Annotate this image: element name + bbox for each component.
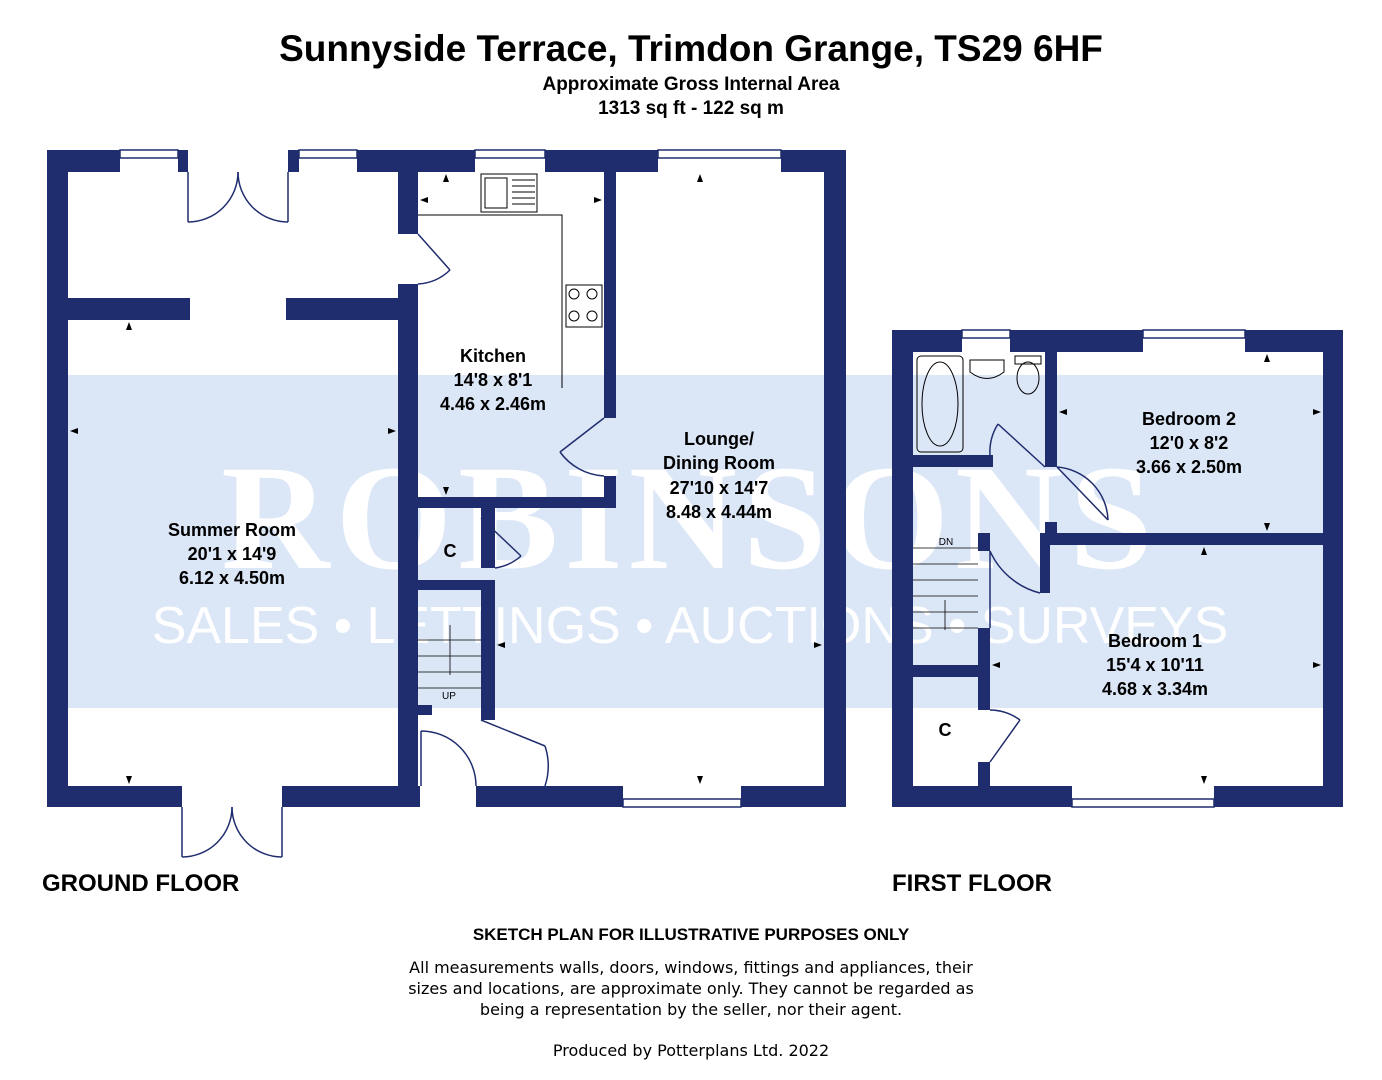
ground-cupboard-label: C: [444, 541, 457, 561]
lounge-name-line1: Lounge/: [684, 429, 754, 449]
bedroom1-imperial: 15'4 x 10'11: [1106, 655, 1204, 675]
sink-drainer: [512, 179, 535, 205]
bedroom2-metric: 3.66 x 2.50m: [1136, 457, 1242, 477]
ground-stairs-label: UP: [442, 691, 456, 702]
disclaimer-title: SKETCH PLAN FOR ILLUSTRATIVE PURPOSES ON…: [472, 925, 910, 944]
ground-stairs: [418, 625, 481, 689]
kitchen-imperial: 14'8 x 8'1: [454, 370, 533, 390]
first-stairs: [913, 547, 978, 630]
disclaimer-line-2: sizes and locations, are approximate onl…: [408, 979, 974, 998]
lounge-imperial: 27'10 x 14'7: [670, 478, 769, 498]
ground-floor-label: GROUND FLOOR: [42, 870, 240, 897]
gross-area: 1313 sq ft - 122 sq m: [598, 98, 784, 119]
first-floor-label: FIRST FLOOR: [892, 870, 1052, 897]
lounge-name-line2: Dining Room: [663, 453, 775, 473]
lounge-metric: 8.48 x 4.44m: [666, 502, 772, 522]
ground-floor-windows: [119, 149, 782, 808]
summer-room-name: Summer Room: [168, 520, 296, 540]
bathroom-fittings: [916, 355, 1042, 453]
first-floor-walls: [892, 330, 1343, 807]
watermark-tagline: SALES • LETTINGS • AUCTIONS • SURVEYS: [152, 597, 1229, 655]
ground-floor-doors: [181, 171, 605, 858]
first-floor-windows: [961, 329, 1246, 808]
first-floor-plan: [913, 352, 1323, 786]
ground-floor-walls: [47, 150, 846, 807]
kitchen-name: Kitchen: [460, 346, 526, 366]
produced-by: Produced by Potterplans Ltd. 2022: [552, 1041, 830, 1060]
bedroom2-name: Bedroom 2: [1142, 409, 1236, 429]
first-stairs-label: DN: [939, 537, 953, 548]
watermark-brand: ROBINSONS: [221, 435, 1159, 601]
summer-room-imperial: 20'1 x 14'9: [188, 544, 277, 564]
first-cupboard-label: C: [939, 720, 952, 740]
disclaimer-line-3: being a representation by the seller, no…: [479, 1000, 903, 1019]
first-floor-doors: [989, 423, 1109, 763]
kitchen-metric: 4.46 x 2.46m: [440, 394, 546, 414]
summer-room-metric: 6.12 x 4.50m: [179, 568, 285, 588]
ground-floor-plan: [68, 172, 824, 786]
page-title: Sunnyside Terrace, Trimdon Grange, TS29 …: [279, 28, 1103, 69]
bedroom1-metric: 4.68 x 3.34m: [1102, 679, 1208, 699]
kitchen-fittings: [418, 173, 603, 388]
bedroom1-name: Bedroom 1: [1108, 631, 1202, 651]
dimension-arrows: [70, 174, 1321, 784]
disclaimer-line-1: All measurements walls, doors, windows, …: [409, 958, 973, 977]
page-subtitle: Approximate Gross Internal Area: [542, 74, 840, 95]
bedroom2-imperial: 12'0 x 8'2: [1150, 433, 1229, 453]
